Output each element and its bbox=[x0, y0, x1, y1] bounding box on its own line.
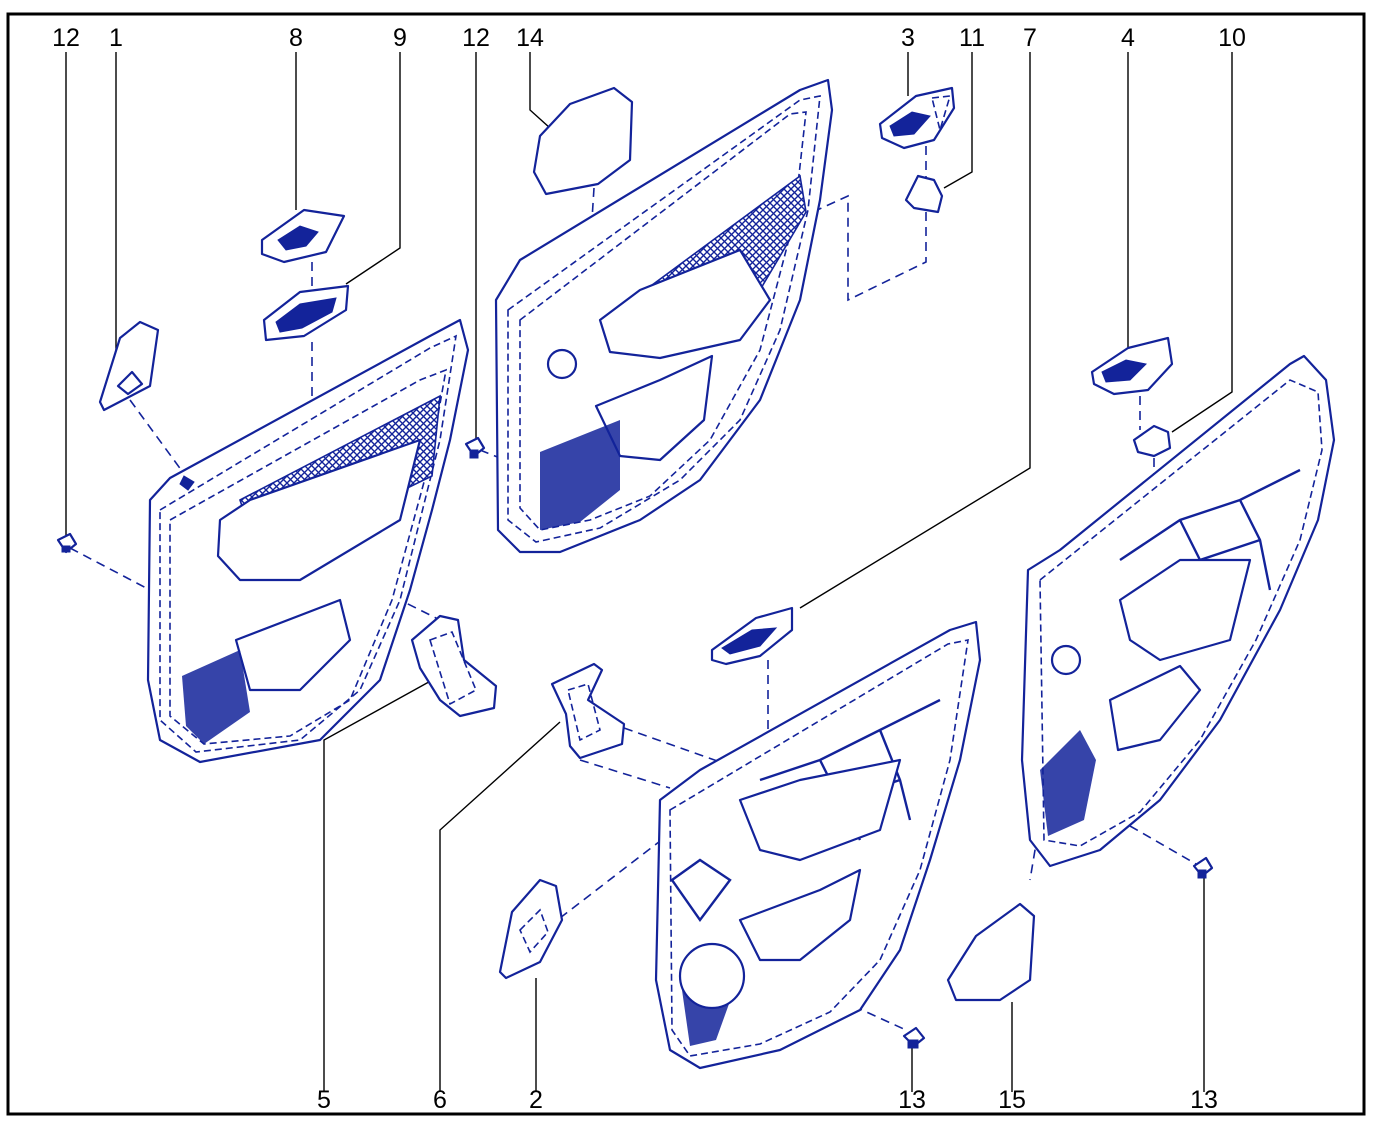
door-panel-front-right bbox=[654, 620, 982, 1070]
part-15-insulator bbox=[946, 902, 1036, 1002]
callout-4: 4 bbox=[1121, 24, 1135, 52]
callouts-top: 12 1 8 9 12 14 3 11 7 4 10 bbox=[52, 24, 1246, 52]
callout-2: 2 bbox=[529, 1086, 543, 1114]
callout-7: 7 bbox=[1023, 24, 1037, 52]
part-13-clip-right bbox=[1192, 856, 1214, 879]
part-2-trim bbox=[498, 878, 564, 980]
part-5-armrest-bracket bbox=[410, 614, 498, 718]
part-12-clip-center bbox=[464, 436, 486, 459]
callouts-bottom: 5 6 2 13 15 13 bbox=[317, 1086, 1218, 1114]
part-6-armrest-bracket bbox=[550, 662, 626, 760]
part-8-switch bbox=[260, 208, 346, 264]
part-7-switch bbox=[710, 606, 794, 666]
door-panel-rear-left bbox=[494, 78, 834, 554]
leader-lines bbox=[65, 52, 1233, 1092]
part-10-bracket bbox=[1132, 424, 1172, 458]
part-1-trim bbox=[98, 320, 160, 412]
callout-10: 10 bbox=[1218, 24, 1246, 52]
callout-1: 1 bbox=[109, 24, 123, 52]
callout-8: 8 bbox=[289, 24, 303, 52]
door-panel-rear-right bbox=[1020, 354, 1336, 868]
callout-3: 3 bbox=[901, 24, 915, 52]
part-11-bracket bbox=[904, 174, 944, 214]
part-3-switch-housing bbox=[878, 86, 956, 150]
callout-11: 11 bbox=[959, 24, 985, 52]
callout-12-center: 12 bbox=[462, 24, 490, 52]
part-12-clip-left bbox=[56, 532, 78, 554]
part-4-switch-housing bbox=[1090, 336, 1174, 396]
door-panel-front-left bbox=[146, 318, 470, 764]
part-13-clip-center bbox=[902, 1026, 926, 1049]
callout-14: 14 bbox=[516, 24, 544, 52]
part-14-insulator bbox=[532, 86, 634, 196]
callout-9: 9 bbox=[393, 24, 407, 52]
diagram-frame bbox=[6, 12, 1366, 1116]
callout-5: 5 bbox=[317, 1086, 331, 1114]
callout-6: 6 bbox=[433, 1086, 447, 1114]
part-9-switch-bezel bbox=[262, 284, 350, 342]
callout-12-left: 12 bbox=[52, 24, 80, 52]
